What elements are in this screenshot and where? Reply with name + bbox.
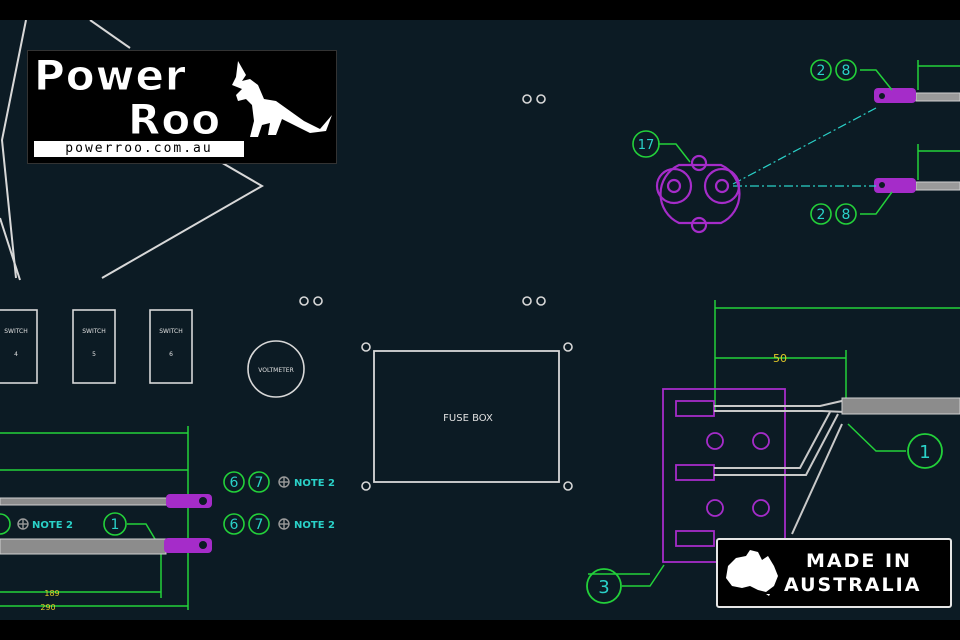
balloon-17: 17 xyxy=(632,130,660,158)
logo-word-power: Power xyxy=(34,51,187,101)
cad-drawing: SWITCH 4 SWITCH 5 SWITCH 6 VOLTMETER FUS… xyxy=(0,20,960,612)
badge-line-australia: AUSTRALIA xyxy=(784,574,922,596)
balloon-2-top: 2 xyxy=(817,63,826,79)
logo-url: powerroo.com.au xyxy=(34,141,244,157)
terminal-lugs-top xyxy=(874,88,916,193)
switch-4-number: 4 xyxy=(14,351,18,358)
kangaroo-icon xyxy=(232,61,332,137)
balloon-8-top: 8 xyxy=(842,63,851,79)
voltmeter-label: VOLTMETER xyxy=(258,367,294,374)
balloon-2-bottom: 2 xyxy=(817,207,826,223)
cable-right xyxy=(841,397,960,415)
balloon-1-right-text: 1 xyxy=(919,442,930,463)
centre-lines xyxy=(732,107,877,187)
terminal-wires xyxy=(714,399,847,535)
badge-line-made-in: MADE IN xyxy=(806,550,912,572)
balloon-1-left-text: 1 xyxy=(111,517,120,533)
logo-word-roo: Roo xyxy=(127,95,222,145)
balloon-1-left: 1 xyxy=(103,512,127,536)
switch-5-number: 5 xyxy=(92,351,96,358)
australia-map-icon xyxy=(726,550,778,596)
balloon-2-8-top: 2 8 xyxy=(810,59,857,81)
right-dimensions xyxy=(588,300,960,575)
switch-4: SWITCH 4 xyxy=(0,309,38,384)
switch-5-label: SWITCH xyxy=(82,328,106,335)
switch-4-label: SWITCH xyxy=(4,328,28,335)
switch-6: SWITCH 6 xyxy=(149,309,193,384)
balloon-3: 3 xyxy=(586,568,622,604)
balloon-3-text: 3 xyxy=(598,577,609,598)
balloon-6-7-bottom: 6 7 xyxy=(223,513,270,535)
switch-6-number: 6 xyxy=(169,351,173,358)
balloon-6-7-top: 6 7 xyxy=(223,471,270,493)
mounting-holes xyxy=(299,94,573,491)
dimension-290: 290 xyxy=(40,603,55,612)
balloon-8-bottom: 8 xyxy=(842,207,851,223)
balloon-2-8-bottom: 2 8 xyxy=(810,203,857,225)
made-in-australia-badge: MADE IN AUSTRALIA xyxy=(716,538,952,608)
note-marker-icon xyxy=(17,476,290,530)
balloon-7-bottom: 7 xyxy=(255,517,264,533)
balloon-7-top: 7 xyxy=(255,475,264,491)
note-2-left: NOTE 2 xyxy=(32,520,73,531)
dimension-50: 50 xyxy=(773,352,787,365)
dimension-189: 189 xyxy=(44,589,59,598)
part-17-bracket xyxy=(655,154,741,234)
balloon-partial-left xyxy=(0,513,11,535)
terminal-holes-top xyxy=(879,93,885,188)
power-roo-logo: Power Roo powerroo.com.au xyxy=(27,50,337,164)
balloon-6-bottom: 6 xyxy=(230,517,239,533)
top-right-cables xyxy=(915,92,960,191)
left-cables xyxy=(0,497,169,555)
balloon-6-top: 6 xyxy=(230,475,239,491)
note-2-bottom: NOTE 2 xyxy=(294,520,335,531)
terminal-holes-left xyxy=(199,497,207,549)
balloon-leaders xyxy=(127,69,906,587)
balloon-1-right: 1 xyxy=(907,433,943,469)
voltmeter: VOLTMETER xyxy=(247,340,305,398)
left-dimensions xyxy=(0,426,189,610)
switch-5: SWITCH 5 xyxy=(72,309,116,384)
balloon-17-text: 17 xyxy=(638,138,655,153)
terminal-lugs-left xyxy=(164,494,212,553)
note-2-top: NOTE 2 xyxy=(294,478,335,489)
drawing-canvas: SWITCH 4 SWITCH 5 SWITCH 6 VOLTMETER FUS… xyxy=(0,20,960,620)
switch-6-label: SWITCH xyxy=(159,328,183,335)
fuse-box-label: FUSE BOX xyxy=(443,413,493,424)
fuse-box: FUSE BOX xyxy=(373,350,560,483)
top-right-dimensions xyxy=(917,60,960,180)
